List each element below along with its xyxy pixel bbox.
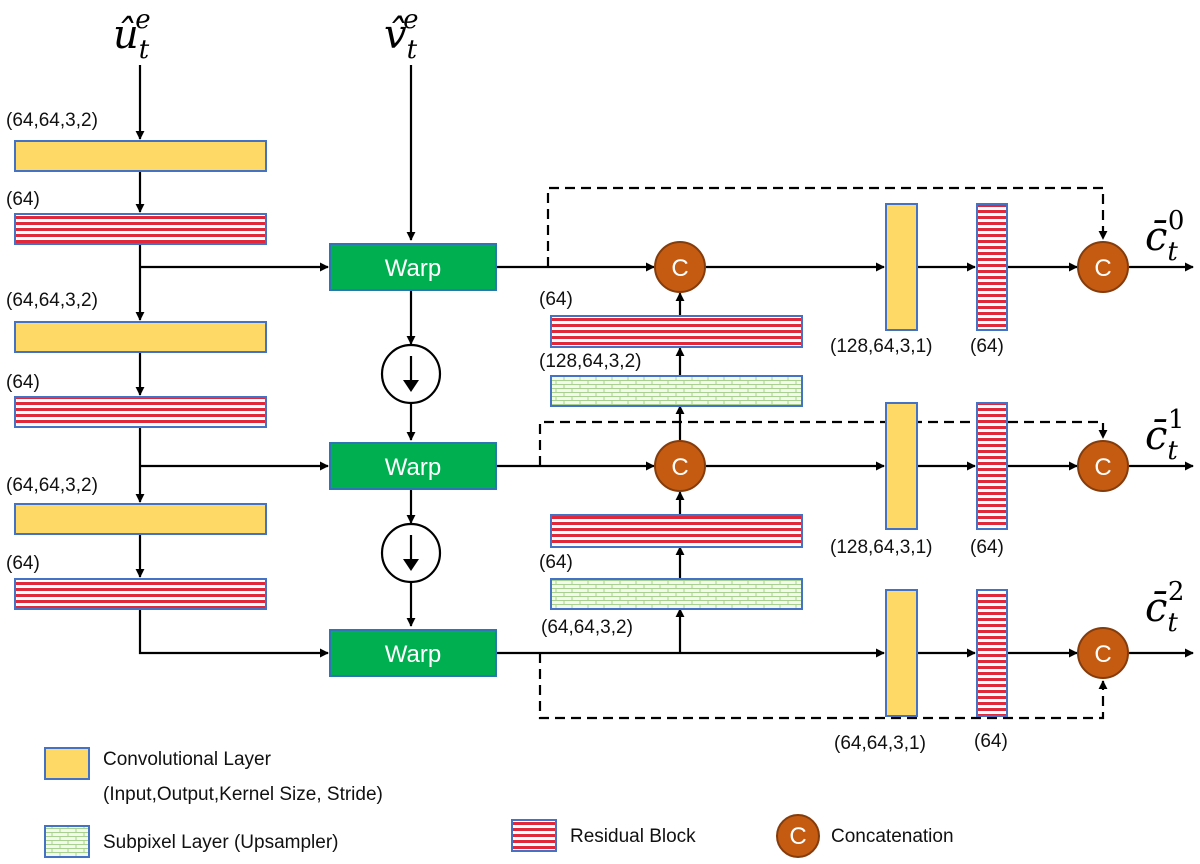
right-residual-block-top	[976, 203, 1008, 331]
legend-conv-detail: (Input,Output,Kernel Size, Stride)	[103, 784, 383, 805]
encoder-conv-layer-1	[14, 140, 267, 172]
warp-label-1: Warp	[385, 255, 441, 282]
dashed-skip-connections	[538, 186, 1108, 720]
legend-concat-swatch: C	[776, 814, 820, 858]
warp-label-2: Warp	[385, 454, 441, 481]
concat-node-out-middle: C	[1077, 440, 1129, 492]
encoder-conv-3-label: (64,64,3,2)	[6, 475, 98, 496]
encoder-connections	[135, 65, 329, 658]
encoder-stack	[14, 140, 267, 610]
right-conv-mid-label: (128,64,3,1)	[830, 537, 932, 558]
right-conv-layer-top	[885, 203, 918, 331]
warp-label-3: Warp	[385, 641, 441, 668]
downsample-icon-2	[380, 522, 442, 584]
mid-subpixel-layer-top	[550, 375, 803, 407]
svg-text:C: C	[789, 823, 806, 850]
input-u-hat: ûte	[113, 5, 151, 65]
encoder-labels: (64,64,3,2) (64) (64,64,3,2) (64) (64,64…	[6, 110, 98, 574]
right-conv-layer-bottom	[885, 589, 918, 717]
legend-subpixel-swatch	[44, 825, 90, 858]
legend-conv-swatch	[44, 747, 90, 780]
encoder-res-1-label: (64)	[6, 189, 40, 210]
legend: Convolutional Layer (Input,Output,Kernel…	[44, 747, 954, 858]
right-conv-top-label: (128,64,3,1)	[830, 336, 932, 357]
right-conv-bot-label: (64,64,3,1)	[834, 733, 926, 754]
concat-letter: C	[1094, 641, 1111, 668]
mid-residual-block-middle	[550, 514, 803, 548]
concat-letter: C	[1094, 255, 1111, 282]
output-c-bar-2: c̄t2	[1145, 577, 1184, 638]
right-labels: (128,64,3,1) (64) (128,64,3,1) (64) (64,…	[830, 336, 1008, 754]
encoder-conv-2-label: (64,64,3,2)	[6, 290, 98, 311]
input-v-hat: v̂te	[384, 5, 418, 65]
mid-residual-block-top	[550, 315, 803, 348]
concat-letter: C	[671, 454, 688, 481]
warp-block-1: Warp	[329, 243, 497, 291]
downsample-icon-1	[380, 343, 442, 405]
encoder-conv-layer-2	[14, 321, 267, 353]
right-res-mid-label: (64)	[970, 537, 1004, 558]
encoder-residual-block-1	[14, 213, 267, 245]
encoder-conv-layer-3	[14, 503, 267, 535]
mid-sub-mid-label: (64,64,3,2)	[541, 617, 633, 638]
legend-conv-title: Convolutional Layer	[103, 749, 272, 770]
encoder-conv-1-label: (64,64,3,2)	[6, 110, 98, 131]
concat-node-out-bottom: C	[1077, 627, 1129, 679]
warp-block-2: Warp	[329, 442, 497, 490]
legend-concat-label: Concatenation	[831, 826, 954, 847]
legend-residual-label: Residual Block	[570, 826, 696, 847]
middle-stack	[550, 315, 803, 610]
mid-sub-top-label: (128,64,3,2)	[539, 351, 641, 372]
concat-node-out-top: C	[1077, 241, 1129, 293]
output-c-bar-0: c̄t0	[1145, 206, 1184, 267]
middle-labels: (64) (128,64,3,2) (64) (64,64,3,2)	[539, 289, 641, 638]
right-conv-layer-middle	[885, 402, 918, 530]
flow-connections	[406, 65, 1194, 658]
right-residual-block-bottom	[976, 589, 1008, 717]
right-res-bot-label: (64)	[974, 731, 1008, 752]
concat-letter: C	[671, 255, 688, 282]
legend-subpixel-label: Subpixel Layer (Upsampler)	[103, 832, 339, 853]
encoder-residual-block-2	[14, 396, 267, 428]
mid-res-mid-label: (64)	[539, 552, 573, 573]
right-res-top-label: (64)	[970, 336, 1004, 357]
mid-subpixel-layer-bottom	[550, 578, 803, 610]
encoder-residual-block-3	[14, 578, 267, 610]
concat-letter: C	[1094, 454, 1111, 481]
right-stack	[885, 203, 1008, 717]
warp-block-3: Warp	[329, 629, 497, 677]
concat-node-mid-middle: C	[654, 440, 706, 492]
mid-res-top-label: (64)	[539, 289, 573, 310]
legend-residual-swatch	[511, 819, 557, 852]
concat-node-mid-top: C	[654, 241, 706, 293]
right-residual-block-middle	[976, 402, 1008, 530]
encoder-res-3-label: (64)	[6, 553, 40, 574]
output-c-bar-1: c̄t1	[1145, 405, 1184, 466]
encoder-res-2-label: (64)	[6, 372, 40, 393]
